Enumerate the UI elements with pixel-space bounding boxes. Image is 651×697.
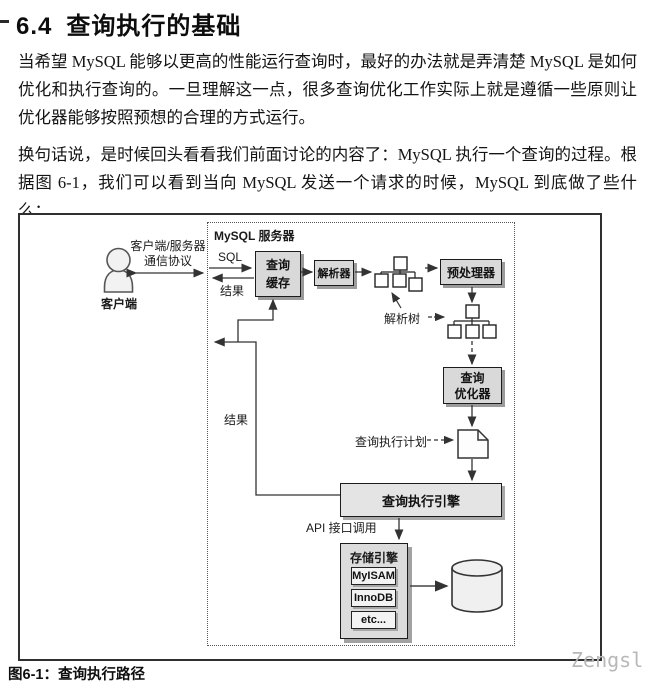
client-label: 客户端 xyxy=(100,297,137,311)
protocol-label-line1: 客户端/服务器 xyxy=(130,239,206,253)
result-top-edge-label: 结果 xyxy=(220,284,245,298)
protocol-label: 客户端/服务器 通信协议 xyxy=(126,239,210,269)
query-plan-label: 查询执行计划 xyxy=(355,435,428,449)
watermark: Zengsl xyxy=(571,648,644,672)
engine-innodb: InnoDB xyxy=(351,589,396,607)
optimizer-node: 查询 优化器 xyxy=(443,367,502,404)
section-number: 6.4 xyxy=(16,13,53,40)
parse-tree-label: 解析树 xyxy=(384,312,421,326)
engine-myisam: MyISAM xyxy=(351,567,396,585)
engine-etc: etc... xyxy=(351,611,396,629)
query-cache-line1: 查询 xyxy=(265,258,290,272)
paragraph-2: 换句话说，是时候回头看看我们前面讨论的内容了：MySQL 执行一个查询的过程。根… xyxy=(18,145,637,220)
figure-caption: 图6-1：查询执行路径 xyxy=(8,667,145,683)
optimizer-line1: 查询 xyxy=(460,370,485,385)
margin-tick xyxy=(0,20,9,23)
storage-engine-node: 存储引擎 MyISAM InnoDB etc... xyxy=(340,543,408,639)
mysql-server-boundary xyxy=(207,222,515,646)
query-cache-line2: 缓存 xyxy=(265,276,290,290)
parser-node: 解析器 xyxy=(314,260,354,286)
section-title: 查询执行的基础 xyxy=(66,13,242,40)
optimizer-line2: 优化器 xyxy=(454,386,491,401)
storage-engine-label: 存储引擎 xyxy=(349,551,398,565)
sql-edge-label: SQL xyxy=(218,250,243,264)
api-call-label: API 接口调用 xyxy=(306,521,377,535)
protocol-label-line2: 通信协议 xyxy=(143,254,192,268)
result-mid-edge-label: 结果 xyxy=(224,413,249,427)
data-label: 数据 xyxy=(464,580,489,594)
mysql-server-label: MySQL 服务器 xyxy=(214,229,295,243)
preprocessor-node: 预处理器 xyxy=(440,259,502,285)
query-cache-node: 查询 缓存 xyxy=(255,251,301,297)
section-heading: 6.4 查询执行的基础 xyxy=(16,6,241,41)
paragraph-1: 当希望 MySQL 能够以更高的性能运行查询时，最好的办法就是弄清楚 MySQL… xyxy=(18,52,637,127)
execution-engine-node: 查询执行引擎 xyxy=(340,483,502,517)
